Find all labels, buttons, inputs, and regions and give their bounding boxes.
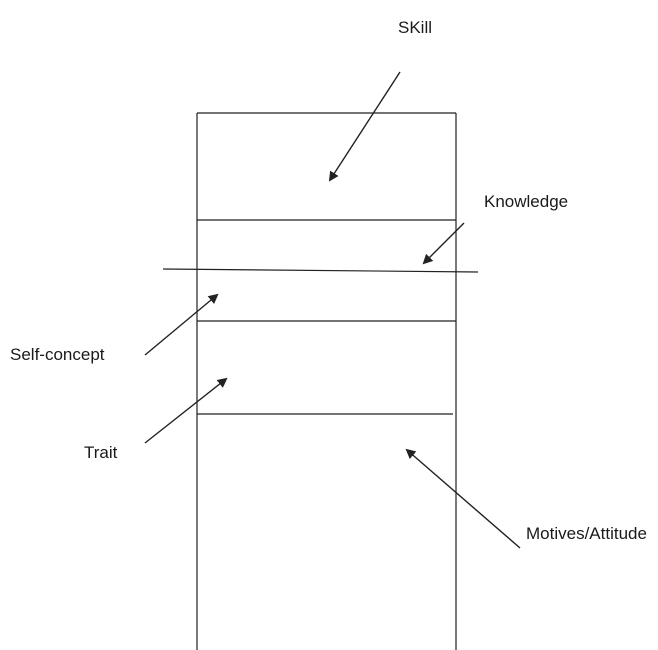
arrow-self-concept [144, 293, 219, 356]
label-knowledge: Knowledge [484, 192, 569, 211]
arrow-knowledge [422, 222, 465, 265]
label-motives-attitude: Motives/Attitude [526, 524, 647, 543]
arrow-motives [405, 448, 521, 549]
arrow-skill [328, 71, 401, 182]
arrow-trait [144, 377, 228, 444]
label-skill: SKill [398, 18, 433, 37]
waterline [162, 268, 479, 273]
label-trait: Trait [84, 443, 118, 462]
label-self-concept: Self-concept [10, 345, 105, 364]
